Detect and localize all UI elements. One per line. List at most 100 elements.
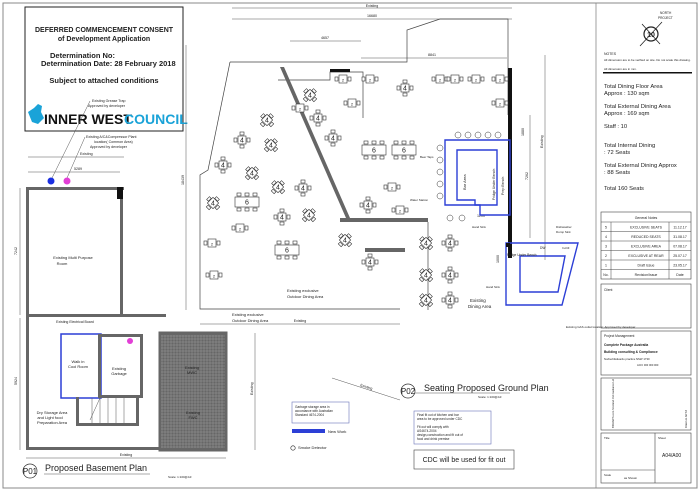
cool-room-label: Walk in (72, 359, 85, 364)
company-acn: ACN: 000 000 000 (637, 363, 659, 367)
revision-no: 3 (605, 245, 607, 249)
basement-plan-scale: Scale: 1:100@A3 (168, 475, 192, 479)
dim-1200: 1200 (477, 214, 485, 218)
table-seat-count: 2 (213, 274, 216, 279)
table-4-seat: 4 (418, 236, 434, 251)
table-seat-count: 4 (448, 298, 452, 305)
dim-existing-bottom: Existing (360, 383, 373, 391)
sheet-number: A04/A00 (662, 453, 681, 459)
table-4-seat: 4 (259, 113, 275, 128)
ground-plan-tag: P02 (401, 387, 416, 396)
fridge-under-bench-label: Fridge Under Bench (492, 169, 496, 200)
total-seats: Total 160 Seats (604, 186, 644, 192)
determination-date: Determination Date: 28 February 2018 (41, 59, 176, 68)
consent-stamp: DEFERRED COMMENCEMENT CONSENT of Develop… (24, 6, 188, 132)
side-credit-left: BPA/AIPS.com Scotland CIA Guidance Ltd (611, 378, 615, 428)
table-seat-count: 4 (448, 273, 452, 280)
table-2-seat: 2 (334, 74, 352, 84)
table-4-seat: 4 (301, 208, 317, 223)
staff-count: Staff : 10 (604, 124, 627, 130)
tile-pattern (161, 335, 225, 448)
new-work-swatch (292, 429, 325, 433)
table-seat-count: 4 (368, 260, 372, 267)
outdoor-exclusive-label: Existing exclusive (287, 288, 319, 293)
bar-stool (436, 168, 444, 176)
table-4-seat: 4 (263, 138, 279, 153)
north-arrow-icon: 10 (639, 21, 663, 47)
client-label: Client (604, 288, 613, 292)
table-seat-count: 4 (276, 185, 280, 192)
revision-issue: EXCLUSIVE AREA (631, 245, 662, 249)
table-4-seat: 4 (233, 131, 251, 149)
dim-5924: 5924 (14, 377, 18, 385)
grease-trap-marker (47, 177, 55, 185)
table-2-seat: 2 (491, 74, 509, 84)
dim-existing-basement-top: Existing (80, 152, 93, 156)
dishwasher-label: Dishwasher (556, 225, 572, 229)
dim-existing-ground-bottom: Existing (294, 319, 307, 323)
table-4-seat: 4 (418, 268, 434, 283)
dim-existing-top: Existing (366, 4, 379, 8)
table-6-seat: 6 (274, 240, 300, 260)
revision-table-title: General Notes (635, 216, 658, 220)
consent-subtitle: of Development Application (58, 36, 150, 43)
table-seat-count: 2 (299, 107, 302, 112)
bar-stool (474, 131, 482, 139)
project-label: PROJECT (658, 16, 673, 20)
table-seat-count: 4 (240, 138, 244, 145)
table-seat-count: 6 (245, 200, 249, 207)
table-4-seat: 4 (324, 129, 342, 147)
beer-taps-label: Beer Taps (420, 155, 434, 159)
table-2-seat: 2 (491, 98, 509, 108)
external-area-value: Approx : 169 sqm (604, 111, 650, 117)
table-4-seat: 4 (441, 234, 459, 252)
bar-stool (484, 131, 492, 139)
table-seat-count: 4 (211, 201, 215, 208)
table-seat-count: 6 (372, 148, 376, 155)
cool-room-label-2: Cool Room (68, 364, 89, 369)
bar-stool (464, 131, 472, 139)
table-seat-count: 4 (403, 86, 407, 93)
external-area-label: Total External Dining Area (604, 104, 671, 110)
table-seat-count: 4 (269, 143, 273, 150)
hand-sink-label: Hand Sink (472, 225, 486, 229)
mwc-label-2: MWC (187, 370, 197, 375)
company-name: Complete Package Australia (604, 343, 648, 347)
table-seat-count: 2 (391, 186, 394, 191)
cdc-note: CDC will be used for fit out (423, 457, 506, 464)
scale-label: Scale (604, 473, 611, 477)
fwc-label-2: FWC (188, 415, 197, 420)
dim-18439: 18439 (181, 175, 185, 185)
table-seat-count: 2 (475, 78, 478, 83)
north-label: NORTH (660, 11, 672, 15)
garbage-label-2: Garbage (111, 371, 127, 376)
dim-8841: 8841 (428, 53, 436, 57)
sheet-label: Sheet (658, 436, 666, 440)
table-seat-count: 2 (369, 78, 372, 83)
revision-date: 23.05.17 (673, 264, 687, 268)
revision-issue-header: Revision/Issue (635, 273, 658, 277)
revision-no-header: No. (603, 273, 608, 277)
bar-stool (454, 131, 462, 139)
revision-date: 11.12.17 (673, 226, 686, 230)
table-seat-count: 4 (221, 163, 225, 170)
table-4-seat: 4 (244, 166, 260, 181)
table-4-seat: 4 (270, 180, 286, 195)
table-2-seat: 2 (467, 74, 485, 84)
table-4-seat: 4 (302, 88, 318, 103)
ground-plan-scale: Scale: 1:100@A3 (478, 395, 502, 399)
dim-1880: 1880 (521, 128, 525, 136)
table-seat-count: 6 (285, 248, 289, 255)
scale-value: as Shown (624, 476, 638, 480)
electrical-board-label: Existing Electrical Board (56, 320, 94, 324)
table-2-seat: 2 (391, 205, 409, 215)
hand-sink-label-2: Hand Sink (486, 285, 500, 289)
bar-stool (436, 180, 444, 188)
note-2: All dimension are in mm. (604, 67, 637, 71)
mwc-label: Existing (185, 365, 199, 370)
table-4-seat: 4 (214, 156, 232, 174)
revision-no: 2 (605, 254, 607, 258)
ground-plan: Existing 16680 4657 8841 18439 Existing … (181, 4, 635, 401)
table-6-seat: 6 (234, 192, 260, 212)
